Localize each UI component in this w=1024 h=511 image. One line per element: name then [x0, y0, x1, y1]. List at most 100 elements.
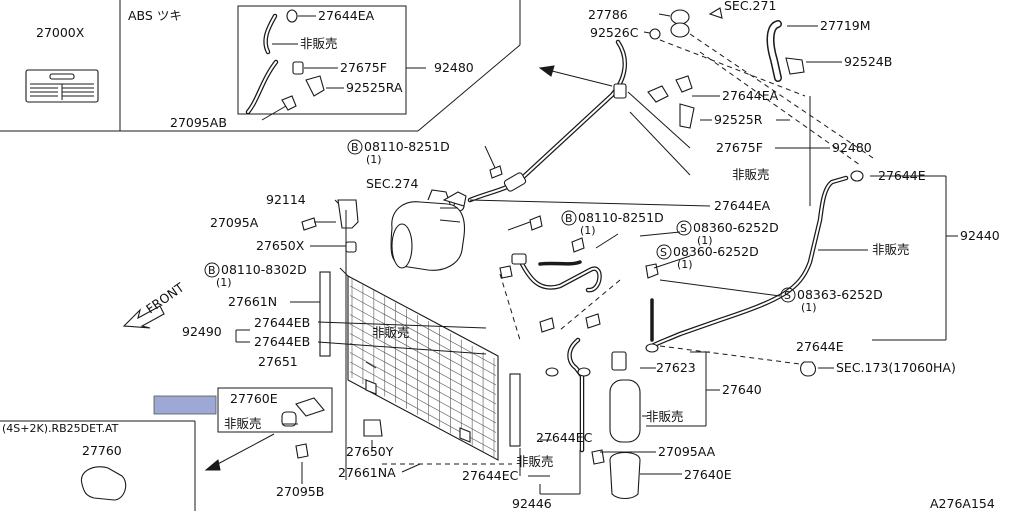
- label-27675f[interactable]: 27675F: [340, 60, 387, 75]
- svg-text:B: B: [208, 264, 216, 277]
- label-92525r[interactable]: 92525R: [714, 112, 763, 127]
- label-27095a[interactable]: 27095A: [210, 215, 259, 230]
- label-hanbai: 非販売: [646, 409, 684, 424]
- front-arrow-icon: [122, 305, 165, 329]
- label-27644ea[interactable]: 27644EA: [318, 8, 375, 23]
- o-ring-icon[interactable]: [286, 9, 298, 23]
- label-08360-6252d[interactable]: 08360-6252D: [693, 220, 779, 235]
- label-92524b[interactable]: 92524B: [844, 54, 892, 69]
- label-08360-6252d[interactable]: 08360-6252D: [673, 244, 759, 259]
- receiver-drier-27640[interactable]: [600, 351, 682, 500]
- label-sticker-27000x[interactable]: [25, 69, 99, 103]
- arrow-left-icon: [538, 65, 555, 77]
- hardware[interactable]: [295, 165, 817, 480]
- label-sec271[interactable]: SEC.271: [724, 0, 776, 13]
- label-27644ea[interactable]: 27644EA: [714, 198, 771, 213]
- label-27661na[interactable]: 27661NA: [338, 465, 396, 480]
- label-08363-6252d[interactable]: 08363-6252D: [797, 287, 883, 302]
- direction-arrows: [122, 65, 613, 471]
- pipe-92446[interactable]: [545, 337, 591, 453]
- label-hanbai: 非販売: [516, 454, 554, 469]
- label-92114[interactable]: 92114: [266, 192, 306, 207]
- label-27650y[interactable]: 27650Y: [346, 444, 394, 459]
- label-variant: (4S+2K).RB25DET.AT: [2, 422, 119, 435]
- frame-lines: [0, 0, 521, 511]
- hose-27719m[interactable]: [766, 20, 805, 82]
- label-27719m[interactable]: 27719M: [820, 18, 871, 33]
- svg-text:(1): (1): [216, 276, 232, 289]
- fittings-top-right[interactable]: [647, 7, 723, 129]
- label-27644eb[interactable]: 27644EB: [254, 315, 310, 330]
- bracket-lines: [235, 175, 958, 495]
- label-27644e[interactable]: 27644E: [796, 339, 844, 354]
- label-sec274[interactable]: SEC.274: [366, 176, 418, 191]
- label-27661n[interactable]: 27661N: [228, 294, 277, 309]
- label-27644ec[interactable]: 27644EC: [462, 468, 519, 483]
- bracket-92114: [337, 199, 359, 229]
- label-92525ra[interactable]: 92525RA: [346, 80, 403, 95]
- label-sec173[interactable]: SEC.173(17060HA): [836, 360, 956, 375]
- svg-text:(1): (1): [580, 224, 596, 237]
- condenser-27651[interactable]: [319, 271, 521, 461]
- svg-text:B: B: [351, 141, 359, 154]
- label-27095b[interactable]: 27095B: [276, 484, 324, 499]
- label-27640[interactable]: 27640: [722, 382, 762, 397]
- circle-markers: B B B S S S: [204, 139, 796, 303]
- abs-inset: [237, 5, 426, 121]
- label-hanbai: 非販売: [372, 325, 410, 340]
- label-92490[interactable]: 92490: [182, 324, 222, 339]
- label-08110-8251d[interactable]: 08110-8251D: [578, 210, 664, 225]
- arrow-icon: [708, 7, 723, 19]
- bolt-icon[interactable]: [281, 95, 297, 111]
- label-92440[interactable]: 92440: [960, 228, 1000, 243]
- label-hanbai: 非販売: [224, 416, 262, 431]
- pressure-switch-27623: [611, 351, 627, 371]
- label-27644eb[interactable]: 27644EB: [254, 334, 310, 349]
- label-27786[interactable]: 27786: [588, 7, 628, 22]
- label-27675f[interactable]: 27675F: [716, 140, 763, 155]
- label-92446[interactable]: 92446: [512, 496, 552, 511]
- label-08110-8251d[interactable]: 08110-8251D: [364, 139, 450, 154]
- label-08110-8302d[interactable]: 08110-8302D: [221, 262, 307, 277]
- pipe-92480[interactable]: [453, 39, 628, 212]
- label-27623[interactable]: 27623: [656, 360, 696, 375]
- label-27095aa[interactable]: 27095AA: [658, 444, 716, 459]
- label-27651[interactable]: 27651: [258, 354, 298, 369]
- mount-27650y: [363, 419, 383, 437]
- label-92480[interactable]: 92480: [832, 140, 872, 155]
- svg-text:(1): (1): [801, 301, 817, 314]
- label-27000x[interactable]: 27000X: [36, 25, 85, 40]
- bracket-icon[interactable]: [305, 75, 325, 97]
- clip-icon[interactable]: [292, 61, 304, 75]
- label-hanbai: 非販売: [300, 36, 338, 51]
- highlight-marker: [153, 395, 217, 415]
- label-27760e[interactable]: 27760E: [230, 391, 278, 406]
- svg-text:(1): (1): [697, 234, 713, 247]
- pipe-92490[interactable]: [511, 253, 602, 293]
- label-abs: ABS ツキ: [128, 8, 182, 23]
- label-27650x[interactable]: 27650X: [256, 238, 305, 253]
- mount-27650x: [345, 241, 357, 253]
- label-27644ea[interactable]: 27644EA: [722, 88, 779, 103]
- seal-27661n: [319, 271, 331, 357]
- label-27640e[interactable]: 27640E: [684, 467, 732, 482]
- relay-27760: [80, 466, 127, 501]
- leader-lines: [334, 13, 877, 211]
- svg-text:S: S: [660, 246, 667, 259]
- label-27095ab[interactable]: 27095AB: [170, 115, 227, 130]
- relay-parts[interactable]: [80, 387, 333, 501]
- svg-text:(1): (1): [366, 153, 382, 166]
- label-27644e[interactable]: 27644E: [878, 168, 926, 183]
- label-27760[interactable]: 27760: [82, 443, 122, 458]
- label-diagram-code: A276A154: [930, 496, 995, 511]
- label-27644ec[interactable]: 27644EC: [536, 430, 593, 445]
- pipe-92440[interactable]: [645, 170, 864, 353]
- label-92480[interactable]: 92480: [434, 60, 474, 75]
- bolt-27095a: [301, 217, 317, 231]
- seal-27661na: [509, 373, 521, 447]
- compressor-sec274[interactable]: [390, 189, 467, 271]
- label-hanbai: 非販売: [872, 242, 910, 257]
- label-92526c[interactable]: 92526C: [590, 25, 639, 40]
